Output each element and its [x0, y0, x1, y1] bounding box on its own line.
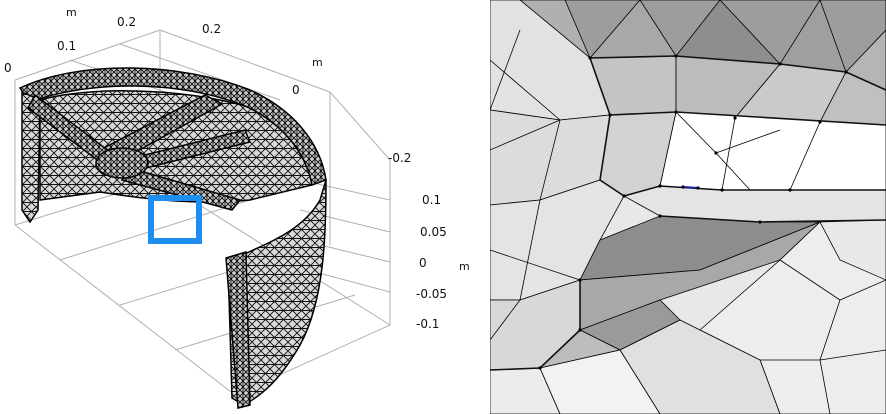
central-hub	[95, 147, 149, 179]
z-axis-unit: m	[459, 260, 470, 273]
z-tick-2: 0.05	[420, 225, 447, 239]
selected-mesh-edge	[682, 186, 699, 189]
mesh-vertices	[538, 54, 848, 370]
view-divider	[478, 0, 490, 414]
x-tick-0: 0	[4, 61, 12, 75]
x-axis-unit: m	[66, 6, 77, 19]
right-zoomed-view	[490, 0, 886, 414]
x-tick-1: 0.1	[57, 39, 76, 53]
z-tick-0: -0.2	[388, 151, 411, 165]
y-tick-0: 0.2	[202, 22, 221, 36]
front-wall-lip	[225, 250, 251, 409]
front-curved-wall	[227, 179, 327, 406]
y-tick-1: 0	[292, 83, 300, 97]
left-mesh-view: m 0 0.1 0.2 0.2 m 0 -0.2 0.1 0.05 0 m -0…	[4, 6, 470, 409]
axis-tick-labels: m 0 0.1 0.2 0.2 m 0 -0.2 0.1 0.05 0 m -0…	[4, 6, 470, 331]
z-tick-5: -0.1	[416, 317, 439, 331]
zoom-highlight-box	[148, 195, 202, 244]
meshed-wheel-geometry	[18, 67, 327, 409]
x-tick-2: 0.2	[117, 15, 136, 29]
z-tick-3: 0	[419, 256, 427, 270]
y-axis-unit: m	[312, 56, 323, 69]
z-tick-1: 0.1	[422, 193, 441, 207]
z-tick-4: -0.05	[416, 287, 447, 301]
